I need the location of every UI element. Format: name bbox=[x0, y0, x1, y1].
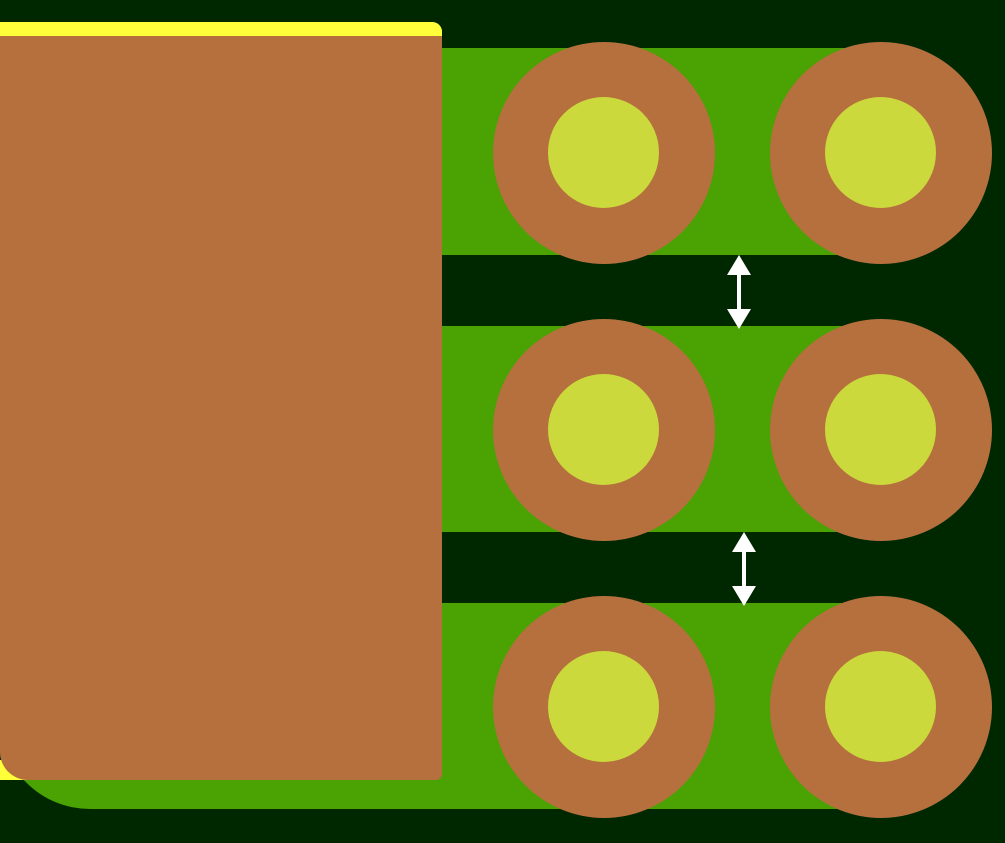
through-hole-pad-r2-c1 bbox=[493, 319, 715, 541]
through-hole-pad-r3-c1 bbox=[493, 596, 715, 818]
drill-hole bbox=[548, 97, 659, 208]
clearance-arrow-icon-1 bbox=[727, 255, 751, 329]
drill-hole bbox=[825, 651, 936, 762]
drill-hole bbox=[548, 374, 659, 485]
clearance-arrow-icon-2 bbox=[732, 532, 756, 606]
drill-hole bbox=[825, 374, 936, 485]
through-hole-pad-r1-c2 bbox=[770, 42, 992, 264]
drill-hole bbox=[548, 651, 659, 762]
through-hole-pad-r2-c2 bbox=[770, 319, 992, 541]
component-copper-pad bbox=[0, 36, 442, 780]
through-hole-pad-r3-c2 bbox=[770, 596, 992, 818]
through-hole-pad-r1-c1 bbox=[493, 42, 715, 264]
drill-hole bbox=[825, 97, 936, 208]
